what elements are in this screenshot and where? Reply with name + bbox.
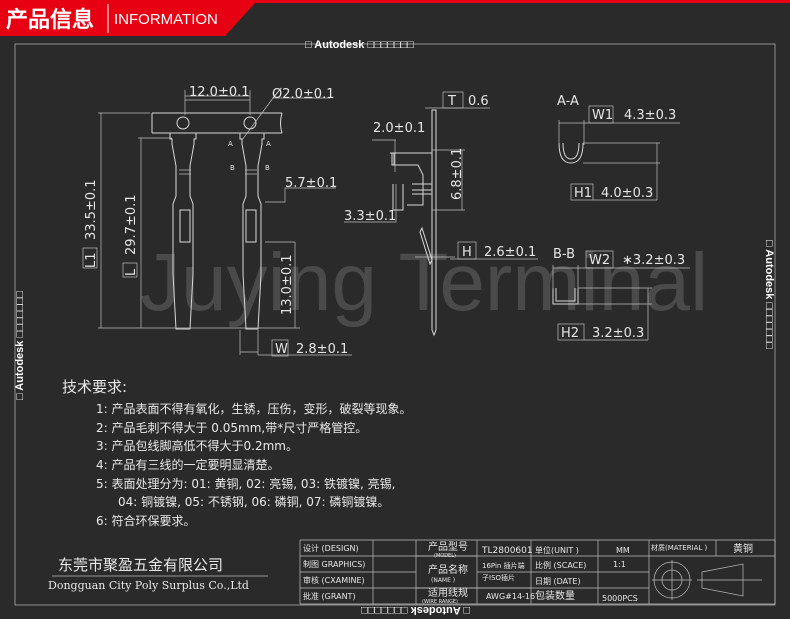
- section-aa-title: A-A: [557, 94, 579, 109]
- drawing-frame: [14, 43, 776, 606]
- dim-t-tag: T: [447, 94, 456, 109]
- side-view: 2.0±0.1 6.8±0.1 3.3±0.1 T 0.6 H 2.6±0.1: [344, 91, 538, 337]
- dim-w2: ∗3.2±0.3: [622, 253, 685, 268]
- company-name-en: Dongguan City Poly Surplus Co.,Ltd: [48, 579, 249, 592]
- dim-l1-tag: L1: [84, 252, 99, 268]
- dim-h2: 3.2±0.3: [592, 326, 644, 341]
- tb-design: 设计 (DESIGN): [303, 543, 359, 553]
- tb-material: 黄铜: [733, 542, 753, 555]
- dim-l1: 33.5±0.1: [84, 179, 99, 240]
- dim-t: 0.6: [468, 94, 489, 109]
- requirement-item: 2: 产品毛刺不得大于 0.05mm,带*尺寸严格管控。: [96, 420, 367, 435]
- section-bb: B-B W2 ∗3.2±0.3 H2 3.2±0.3: [552, 247, 690, 341]
- svg-text:(WIRE RANGE): (WIRE RANGE): [422, 599, 458, 605]
- header-title-cn: 产品信息: [6, 7, 94, 33]
- autodesk-stamp-bottom: □ Autodesk □□□□□□□: [361, 604, 470, 616]
- dim-13-0: 13.0±0.1: [280, 254, 295, 315]
- dim-l-tag: L: [124, 268, 139, 276]
- tb-wire-label: 适用线规: [428, 586, 468, 599]
- tb-graphics: 制图 GRAPHICS): [303, 559, 365, 569]
- watermark: Juying Terminal: [140, 237, 708, 328]
- dim-2-0: 2.0±0.1: [373, 121, 425, 136]
- requirement-item: 3: 产品包线脚高低不得大于0.2mm。: [96, 438, 298, 453]
- tb-examine: 审核 (CXAMINE): [303, 575, 365, 585]
- dim-h-tag: H: [462, 245, 472, 260]
- technical-requirements: 技术要求: 1: 产品表面不得有氧化，生锈，压伤，变形，破裂等现象。 2: 产品…: [62, 378, 412, 528]
- tb-name-label: 产品名称: [428, 563, 468, 576]
- requirement-item: 5: 表面处理分为: 01: 黄铜, 02: 亮锡, 03: 铁镀镍, 亮锡,: [96, 476, 395, 491]
- requirement-item: 4: 产品有三线的一定要明显清楚。: [96, 457, 280, 472]
- tb-wire: AWG#14-16: [486, 592, 535, 601]
- dim-w-tag: W: [275, 342, 288, 357]
- tb-unit-label: 单位(UNIT ): [535, 545, 579, 555]
- svg-text:(NAME ): (NAME ): [431, 577, 455, 584]
- svg-text:B: B: [265, 164, 270, 172]
- tb-material-label: 材质(MATERIAL ): [651, 543, 708, 552]
- dim-6-8: 6.8±0.1: [450, 148, 465, 200]
- autodesk-stamp-top: □ Autodesk □□□□□□□: [305, 39, 414, 51]
- dim-3-3: 3.3±0.1: [344, 209, 396, 224]
- header-banner: [0, 0, 258, 36]
- tb-grant: 批准 (GRANT): [303, 591, 356, 601]
- dim-h1: 4.0±0.3: [601, 186, 653, 201]
- tb-name-1: 16Pin 插片端: [482, 561, 525, 570]
- tb-model: TL2800601: [481, 546, 533, 556]
- section-aa: A-A W1 4.3±0.3 H1 4.0±0.3: [557, 94, 680, 201]
- tb-scale: 1:1: [613, 560, 626, 569]
- dim-h1-tag: H1: [574, 186, 592, 201]
- company-name-cn: 东莞市聚盈五金有限公司: [58, 556, 223, 574]
- tb-unit: MM: [616, 546, 630, 555]
- header-strip: [0, 0, 790, 3]
- requirement-item: 1: 产品表面不得有氧化，生锈，压伤，变形，破裂等现象。: [96, 401, 412, 416]
- requirements-title: 技术要求:: [62, 378, 127, 396]
- tb-qty: 5000PCS: [602, 594, 638, 603]
- dim-l: 29.7±0.1: [124, 194, 139, 255]
- header-title-en: INFORMATION: [114, 11, 218, 28]
- tb-scale-label: 比例 (SCACE): [535, 560, 586, 570]
- autodesk-stamp-left: □ Autodesk □□□□□□□: [14, 291, 26, 400]
- requirement-item: 6: 符合环保要求。: [96, 513, 196, 528]
- tb-date-label: 日期 (DATE): [535, 577, 581, 586]
- tb-model-label: 产品型号: [428, 540, 468, 553]
- title-block: 设计 (DESIGN) 制图 GRAPHICS) 审核 (CXAMINE) 批准…: [299, 539, 776, 605]
- dim-5-7: 5.7±0.1: [285, 176, 337, 191]
- dim-pitch: 12.0±0.1: [189, 85, 250, 100]
- autodesk-stamp-right: □ Autodesk □□□□□□□: [763, 240, 775, 349]
- svg-text:A: A: [266, 140, 271, 148]
- requirement-item: 04: 铜镀镍, 05: 不锈钢, 06: 磷铜, 07: 磷铜镀镍。: [118, 494, 389, 509]
- svg-text:(MODEL): (MODEL): [434, 553, 456, 559]
- front-view: A A B B 12.0±0.1 Ø2.0±0.1 L1 33.5±0.1 L …: [82, 85, 352, 357]
- dim-h2-tag: H2: [561, 326, 579, 341]
- tb-name-2: 子ISO插片: [482, 573, 515, 582]
- dim-w2-tag: W2: [589, 253, 610, 268]
- section-bb-title: B-B: [553, 247, 575, 262]
- dim-w1-tag: W1: [592, 108, 613, 123]
- section-mark-b: B: [230, 164, 235, 172]
- tb-qty-label: 包装数量: [535, 589, 575, 602]
- dim-hole: Ø2.0±0.1: [272, 87, 334, 102]
- dim-h: 2.6±0.1: [484, 245, 536, 260]
- dim-w: 2.8±0.1: [296, 342, 348, 357]
- dim-w1: 4.3±0.3: [624, 108, 676, 123]
- section-mark-a: A: [228, 140, 233, 148]
- projection-symbol-icon: [652, 560, 762, 600]
